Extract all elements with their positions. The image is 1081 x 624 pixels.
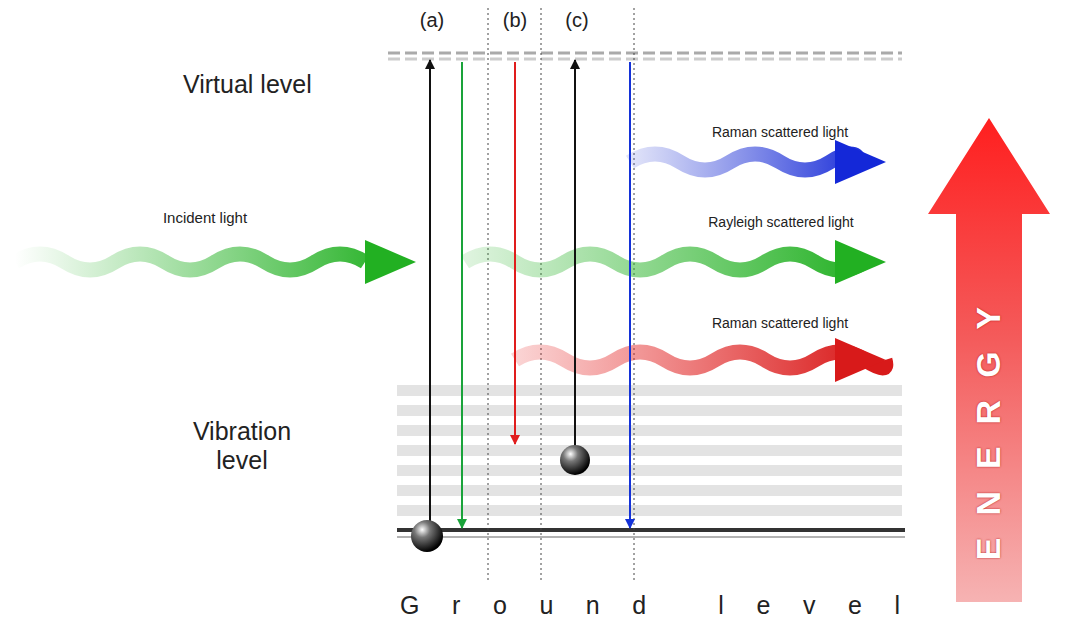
molecule-ball	[411, 520, 443, 552]
vibration-bands	[397, 385, 902, 516]
rayleigh-wave	[465, 240, 886, 284]
molecule-ball	[560, 445, 590, 475]
raman-stokes-wave	[515, 338, 886, 382]
beam-label: Rayleigh scattered light	[708, 214, 854, 230]
separators	[488, 8, 634, 582]
axis-label: ENERGY	[970, 284, 1009, 560]
level-label: Ground level	[400, 591, 933, 620]
excitation-arrow	[574, 60, 576, 446]
level-label: Virtual level	[183, 70, 312, 99]
energy-arrow: ENERGY	[928, 118, 1050, 602]
callout-letter: (a)	[420, 9, 444, 32]
beam-label: Raman scattered light	[712, 124, 848, 140]
raman-antistokes-wave	[630, 140, 886, 184]
virtual-level-line	[388, 52, 902, 55]
beam-label: Raman scattered light	[712, 315, 848, 331]
ground-line	[397, 528, 905, 532]
level-label: Vibration level	[167, 417, 317, 475]
ground-line-shadow	[397, 536, 905, 538]
antistokes-arrow	[629, 62, 631, 528]
stokes-arrow	[514, 62, 516, 444]
callout-letter: (c)	[565, 9, 588, 32]
excitation-arrow	[429, 60, 431, 522]
virtual-level-line	[388, 58, 902, 61]
callout-letter: (b)	[503, 9, 527, 32]
incident-light-wave	[15, 240, 416, 284]
beam-label: Incident light	[163, 209, 247, 226]
rayleigh-arrow	[461, 62, 463, 528]
